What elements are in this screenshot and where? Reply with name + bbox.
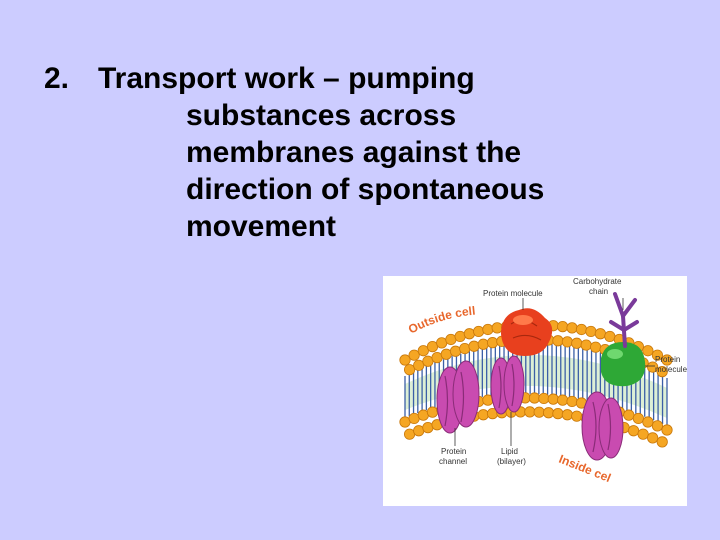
lipid-head	[656, 366, 668, 378]
lipid-head	[561, 336, 573, 348]
lipid-head	[542, 407, 555, 419]
lipid-bilayer-label-line2: (bilayer)	[497, 457, 526, 466]
carbohydrate-chain-label-line2: chain	[589, 287, 608, 296]
bullet-line: direction of spontaneous	[186, 173, 545, 206]
lipid-head	[413, 359, 425, 371]
protein-molecule-top	[501, 308, 553, 356]
lipid-head	[486, 337, 499, 349]
lipid-head	[552, 335, 564, 347]
bullet-number: 2.	[44, 62, 70, 95]
protein-molecule-right-label-line1: Protein	[655, 355, 680, 364]
lipid-head	[585, 325, 597, 338]
lipid-head	[571, 410, 583, 422]
lipid-head	[399, 354, 411, 366]
lipid-head	[533, 406, 545, 418]
protein-channel-label-line2: channel	[439, 457, 467, 466]
protein-channel-left	[436, 360, 480, 434]
lipid-head	[580, 339, 592, 351]
lipid-head	[491, 322, 503, 334]
protein-channel-label-line1: Protein	[441, 447, 466, 456]
lipid-head	[547, 393, 559, 405]
carbohydrate-chain-label-line1: Carbohydrate	[573, 277, 622, 286]
lipid-head	[571, 337, 583, 349]
lipid-head	[604, 330, 616, 343]
lipid-head	[575, 323, 588, 336]
bullet-line: membranes against the	[186, 136, 522, 169]
lipid-head	[594, 328, 606, 340]
lipid-head	[637, 428, 649, 440]
lipid-head	[566, 322, 578, 334]
lipid-head	[661, 354, 673, 366]
lipid-head	[656, 436, 668, 448]
cell-membrane-diagram: Outside cell Inside cell Protein molecul…	[383, 276, 687, 506]
lipid-head	[557, 321, 569, 333]
lipid-head	[647, 361, 659, 373]
lipid-head	[417, 345, 429, 357]
lipid-head	[454, 330, 466, 343]
membrane-illustration: Outside cell Inside cell Protein molecul…	[383, 276, 687, 485]
lipid-head	[403, 364, 416, 376]
lipid-head	[524, 406, 536, 418]
lipid-head	[459, 342, 471, 355]
bullet-line: movement	[186, 210, 337, 243]
lipid-head	[463, 328, 475, 340]
carbohydrate-chain	[609, 292, 639, 348]
lipid-bilayer-label-line1: Lipid	[501, 447, 518, 456]
lipid-head	[449, 345, 462, 357]
lipid-head	[623, 409, 635, 421]
lipid-head	[642, 416, 654, 428]
lipid-head	[440, 348, 452, 360]
lipid-head	[561, 409, 573, 421]
lipid-head	[426, 406, 439, 418]
lipid-head	[642, 345, 654, 357]
bullet-text: Transport work – pumping substances acro…	[98, 60, 698, 245]
lipid-head	[482, 323, 494, 336]
lipid-head	[468, 340, 480, 352]
lipid-head	[651, 420, 664, 432]
lipid-head	[566, 395, 578, 408]
bullet-line: substances across	[186, 99, 457, 132]
lipid-head	[477, 409, 489, 421]
lipid-head	[422, 422, 434, 434]
lipid-head	[473, 325, 485, 338]
protein-channel-right	[581, 391, 624, 461]
protein-channel-middle	[490, 355, 525, 415]
lipid-head	[627, 425, 640, 437]
protein-molecule-right-label-line2: molecule	[655, 365, 687, 374]
lipid-head	[590, 341, 602, 353]
bullet-line: Transport work – pumping	[98, 62, 475, 95]
lipid-head	[408, 349, 420, 361]
lipid-head	[647, 432, 659, 444]
lipid-head	[661, 424, 673, 436]
lipid-head	[632, 412, 644, 425]
lipid-head	[552, 408, 564, 420]
lipid-head	[445, 333, 457, 346]
protein-molecule-top-label: Protein molecule	[483, 289, 543, 298]
protein-molecule-right	[601, 342, 646, 387]
lipid-head	[538, 392, 550, 405]
callout-lines	[454, 298, 655, 446]
lipid-head	[477, 338, 489, 350]
lipid-head	[651, 349, 664, 361]
lipid-head	[557, 394, 569, 406]
lipid-head	[528, 392, 541, 404]
